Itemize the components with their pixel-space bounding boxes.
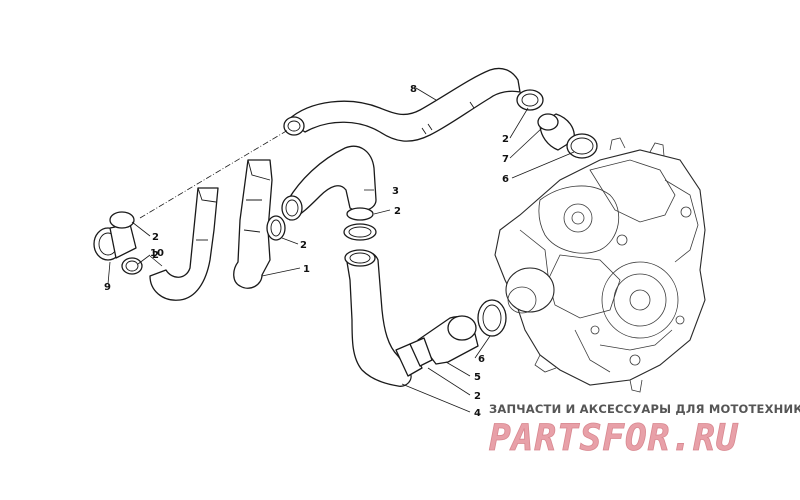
watermark-tagline: ЗАПЧАСТИ И АКСЕССУАРЫ ДЛЯ МОТОТЕХНИКИ [489,402,800,416]
callout-9: 9 [104,282,111,293]
engine-assembly [494,137,706,393]
callout-1: 1 [303,264,310,275]
part-1-airbox [233,159,286,289]
callout-2-bottom: 2 [474,391,481,402]
part-9-coupler [93,211,143,275]
logo-text: PARTSFOR.RU [489,418,739,459]
callout-2-left-lower: 2 [152,250,159,261]
part-5-elbow [409,299,507,367]
callout-2-top: 2 [502,134,509,145]
callout-7: 7 [502,154,509,165]
part-7-coupler [516,89,598,159]
callout-2-center: 2 [394,206,401,217]
callout-6-bottom: 6 [478,354,485,365]
partsfor-logo: PARTSFOR.RU [489,418,739,460]
callout-2-left: 2 [152,232,159,243]
part-8-upper-duct [283,67,521,142]
callout-10: 10 [150,248,164,259]
clamp-set-center [343,207,377,241]
callout-8: 8 [410,84,417,95]
part-10-left-duct [149,187,219,301]
callout-3: 3 [392,186,399,197]
callout-6-top: 6 [502,174,509,185]
callout-4: 4 [474,408,481,419]
leader-lines [107,87,575,413]
part-4-lower-duct [344,249,423,387]
callout-5: 5 [474,372,481,383]
callout-2-airbox: 2 [300,240,307,251]
